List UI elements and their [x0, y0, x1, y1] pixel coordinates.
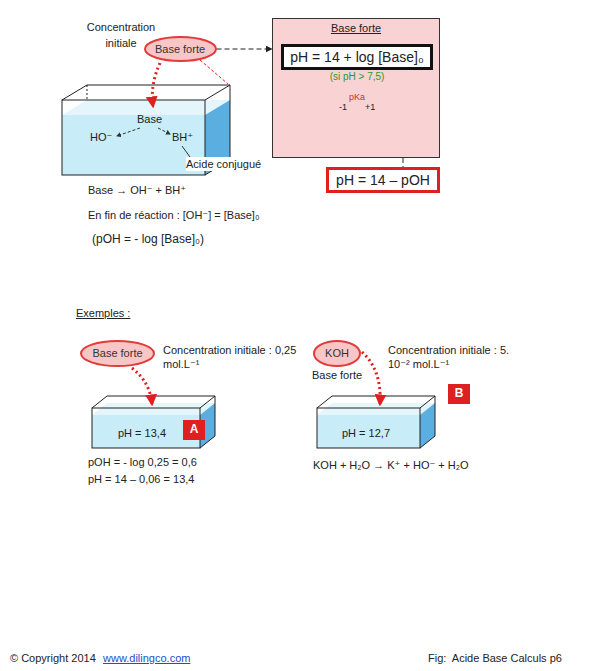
node-text: pH = 14 + log [Base]₀ — [290, 49, 423, 65]
result-box: pH = 14 – pOH — [326, 167, 440, 193]
callout-letter: A — [183, 420, 205, 440]
concentration-note: Concentration initiale : 5. 10⁻² mol.L⁻¹ — [388, 343, 528, 372]
species-label: Acide conjugué — [186, 157, 261, 171]
node-text: B — [455, 387, 464, 401]
reactant-ellipse: Base forte — [80, 340, 155, 367]
node-text: KOH — [325, 347, 349, 360]
dashed-connector — [217, 49, 273, 50]
node-text: pH = 14 – pOH — [336, 172, 430, 188]
concentration-note: Concentration initiale — [80, 19, 162, 51]
formula-panel: pH = 14 + log [Base]₀ Base forte — [272, 18, 440, 158]
reaction-equation: KOH + H₂O → K⁺ + HO⁻ + H₂O — [313, 458, 469, 472]
beaker — [92, 396, 215, 448]
dissociation-arrow — [158, 128, 170, 134]
calculation-line: pOH = - log 0,25 = 0,6 — [88, 455, 197, 469]
pour-arrow — [132, 368, 152, 404]
node-text: A — [190, 423, 199, 437]
concentration-note: Concentration initiale : 0,25 mol.L⁻¹ — [163, 343, 298, 372]
node-text: Base forte — [92, 347, 142, 360]
website-link: www.dilingco.com — [103, 651, 190, 665]
formula-box: pH = 14 + log [Base]₀ — [281, 44, 433, 70]
dashed-connector — [403, 158, 404, 167]
scale-label: pKa — [349, 92, 365, 104]
ph-value: pH = 13,4 — [118, 426, 166, 440]
leader-line — [200, 60, 228, 84]
leader-line — [182, 146, 190, 157]
scale-tick: +1 — [365, 102, 375, 114]
section-heading: Exemples : — [76, 306, 130, 320]
species-label: HO⁻ — [90, 130, 112, 144]
callout-letter: B — [448, 384, 470, 404]
species-label: Base — [137, 112, 162, 126]
pour-arrow — [362, 352, 380, 404]
node-text: Base forte — [155, 43, 205, 56]
calculation-line: pH = 14 – 0,06 = 13,4 — [88, 472, 194, 486]
reactant-ellipse: KOHBase forte — [313, 340, 361, 367]
scale-tick: -1 — [339, 102, 347, 114]
reaction-equation: Base → OH⁻ + BH⁺ — [88, 183, 186, 197]
pour-arrow — [152, 63, 160, 106]
dissociation-arrow — [117, 128, 140, 136]
ph-value: pH = 12,7 — [342, 426, 390, 440]
node-caption: Base forte — [312, 369, 362, 382]
equation-note: En fin de réaction : [OH⁻] = [Base]₀ — [88, 208, 259, 222]
species-label: BH⁺ — [172, 130, 193, 144]
copyright-note: © Copyright 2014 — [10, 651, 96, 665]
reactant-ellipse: Base forte — [144, 36, 217, 62]
condition-note: (si pH > 7,5) — [317, 70, 397, 83]
equation-note: (pOH = - log [Base]₀) — [92, 232, 204, 248]
node-text: Base forte — [331, 22, 381, 35]
beaker — [317, 396, 435, 448]
figure-caption: Fig: Acide Base Calculs p6 — [428, 651, 562, 665]
